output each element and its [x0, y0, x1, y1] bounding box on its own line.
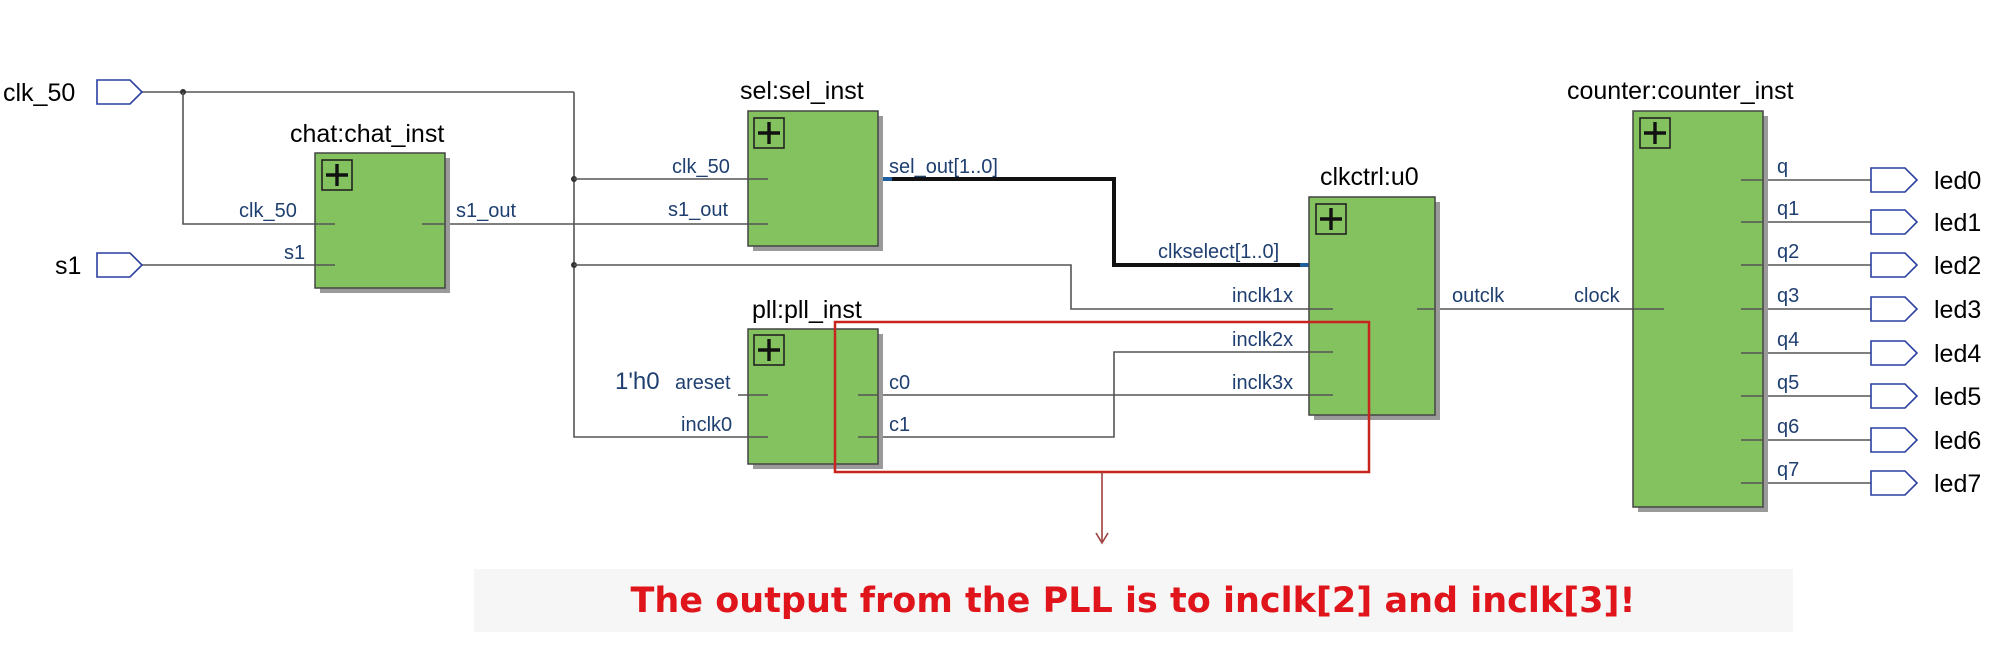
- wire-clk50-vertical[interactable]: [573, 92, 768, 438]
- output-port-label: led1: [1934, 209, 1981, 237]
- counter-output-stubs: [1741, 179, 1763, 484]
- wire-clk50-to-chat[interactable]: [182, 92, 335, 225]
- pin-label: q5: [1777, 372, 1799, 394]
- pin-label: inclk3x: [1232, 372, 1293, 394]
- pin-label: clk_50: [672, 156, 730, 178]
- pin-label: clk_50: [239, 200, 297, 222]
- input-port-icon: [96, 252, 144, 278]
- output-port-led3[interactable]: led3: [1870, 296, 1981, 324]
- output-port-label: led0: [1934, 167, 1981, 195]
- input-port-s1[interactable]: s1: [55, 252, 144, 280]
- output-port-led7[interactable]: led7: [1870, 470, 1981, 498]
- output-port-icon: [1870, 296, 1919, 322]
- bus-sel-out[interactable]: [858, 177, 1333, 267]
- output-port-led4[interactable]: led4: [1870, 340, 1981, 368]
- pin-label: inclk2x: [1232, 329, 1293, 351]
- pin-label: s1: [284, 242, 305, 264]
- pin-label: q4: [1777, 329, 1799, 351]
- pin-label: c0: [889, 372, 910, 394]
- input-port-clk50[interactable]: clk_50: [3, 79, 144, 107]
- plus-icon: [1320, 208, 1342, 230]
- pin-label: q3: [1777, 285, 1799, 307]
- pin-label: s1_out: [668, 199, 728, 221]
- output-port-icon: [1870, 470, 1919, 496]
- plus-icon: [326, 164, 348, 186]
- pin-label: areset: [675, 372, 731, 394]
- input-port-icon: [96, 79, 144, 105]
- block-title: clkctrl:u0: [1320, 163, 1419, 191]
- block-sel-inst[interactable]: sel:sel_inst clk_50 s1_out sel_out[1..0]: [668, 77, 998, 251]
- output-port-led6[interactable]: led6: [1870, 427, 1981, 455]
- pin-label: q1: [1777, 198, 1799, 220]
- annotation-background: [474, 569, 1793, 632]
- block-counter-inst[interactable]: counter:counter_inst clock q q1 q2 q3 q4…: [1567, 77, 1799, 512]
- pin-label: clkselect[1..0]: [1158, 241, 1279, 263]
- pin-label: sel_out[1..0]: [889, 156, 998, 178]
- output-port-led0[interactable]: led0: [1870, 167, 1981, 195]
- wire-c1-to-inclk2x[interactable]: [858, 351, 1333, 438]
- output-port-icon: [1870, 427, 1919, 453]
- pin-label: q6: [1777, 416, 1799, 438]
- output-port-icon: [1870, 252, 1919, 278]
- pin-label: q2: [1777, 241, 1799, 263]
- block-clkctrl-u0[interactable]: clkctrl:u0 clkselect[1..0] inclk1x inclk…: [1158, 163, 1505, 420]
- annotation: The output from the PLL is to inclk[2] a…: [474, 320, 1793, 632]
- output-port-led2[interactable]: led2: [1870, 252, 1981, 280]
- input-port-label: s1: [55, 252, 81, 280]
- plus-icon: [758, 122, 780, 144]
- block-title: sel:sel_inst: [740, 77, 864, 105]
- output-port-icon: [1870, 209, 1919, 235]
- input-port-label: clk_50: [3, 79, 75, 107]
- pin-label: inclk1x: [1232, 285, 1293, 307]
- plus-icon: [1644, 122, 1666, 144]
- output-port-icon: [1870, 340, 1919, 366]
- output-port-label: led3: [1934, 296, 1981, 324]
- block-title: counter:counter_inst: [1567, 77, 1794, 105]
- output-port-label: led5: [1934, 383, 1981, 411]
- output-port-icon: [1870, 383, 1919, 409]
- block-pll-inst[interactable]: pll:pll_inst 1'h0 areset inclk0 c0 c1: [615, 296, 910, 469]
- constant-label: 1'h0: [615, 368, 660, 395]
- output-port-icon: [1870, 167, 1919, 193]
- pin-label: c1: [889, 414, 910, 436]
- output-port-led1[interactable]: led1: [1870, 209, 1981, 237]
- block-title: chat:chat_inst: [290, 120, 444, 148]
- block-title: pll:pll_inst: [752, 296, 862, 324]
- output-ports: led0 led1 led2 led3 led4 led5 led6 led7: [1870, 167, 1981, 498]
- wire-clk50-to-inclk1x[interactable]: [574, 264, 1333, 310]
- output-port-led5[interactable]: led5: [1870, 383, 1981, 411]
- pin-label: outclk: [1452, 285, 1505, 307]
- pin-label: inclk0: [681, 414, 732, 436]
- plus-icon: [758, 339, 780, 361]
- pin-label: s1_out: [456, 200, 516, 222]
- pin-label: q7: [1777, 459, 1799, 481]
- pin-label: clock: [1574, 285, 1621, 307]
- annotation-text: The output from the PLL is to inclk[2] a…: [631, 581, 1636, 621]
- output-port-label: led2: [1934, 252, 1981, 280]
- wires: [142, 89, 1871, 484]
- pin-label: q: [1777, 156, 1788, 178]
- output-port-label: led7: [1934, 470, 1981, 498]
- block-chat-inst[interactable]: chat:chat_inst clk_50 s1 s1_out: [239, 120, 516, 293]
- output-port-label: led4: [1934, 340, 1981, 368]
- arrow-head-icon: [1095, 532, 1109, 545]
- output-port-label: led6: [1934, 427, 1981, 455]
